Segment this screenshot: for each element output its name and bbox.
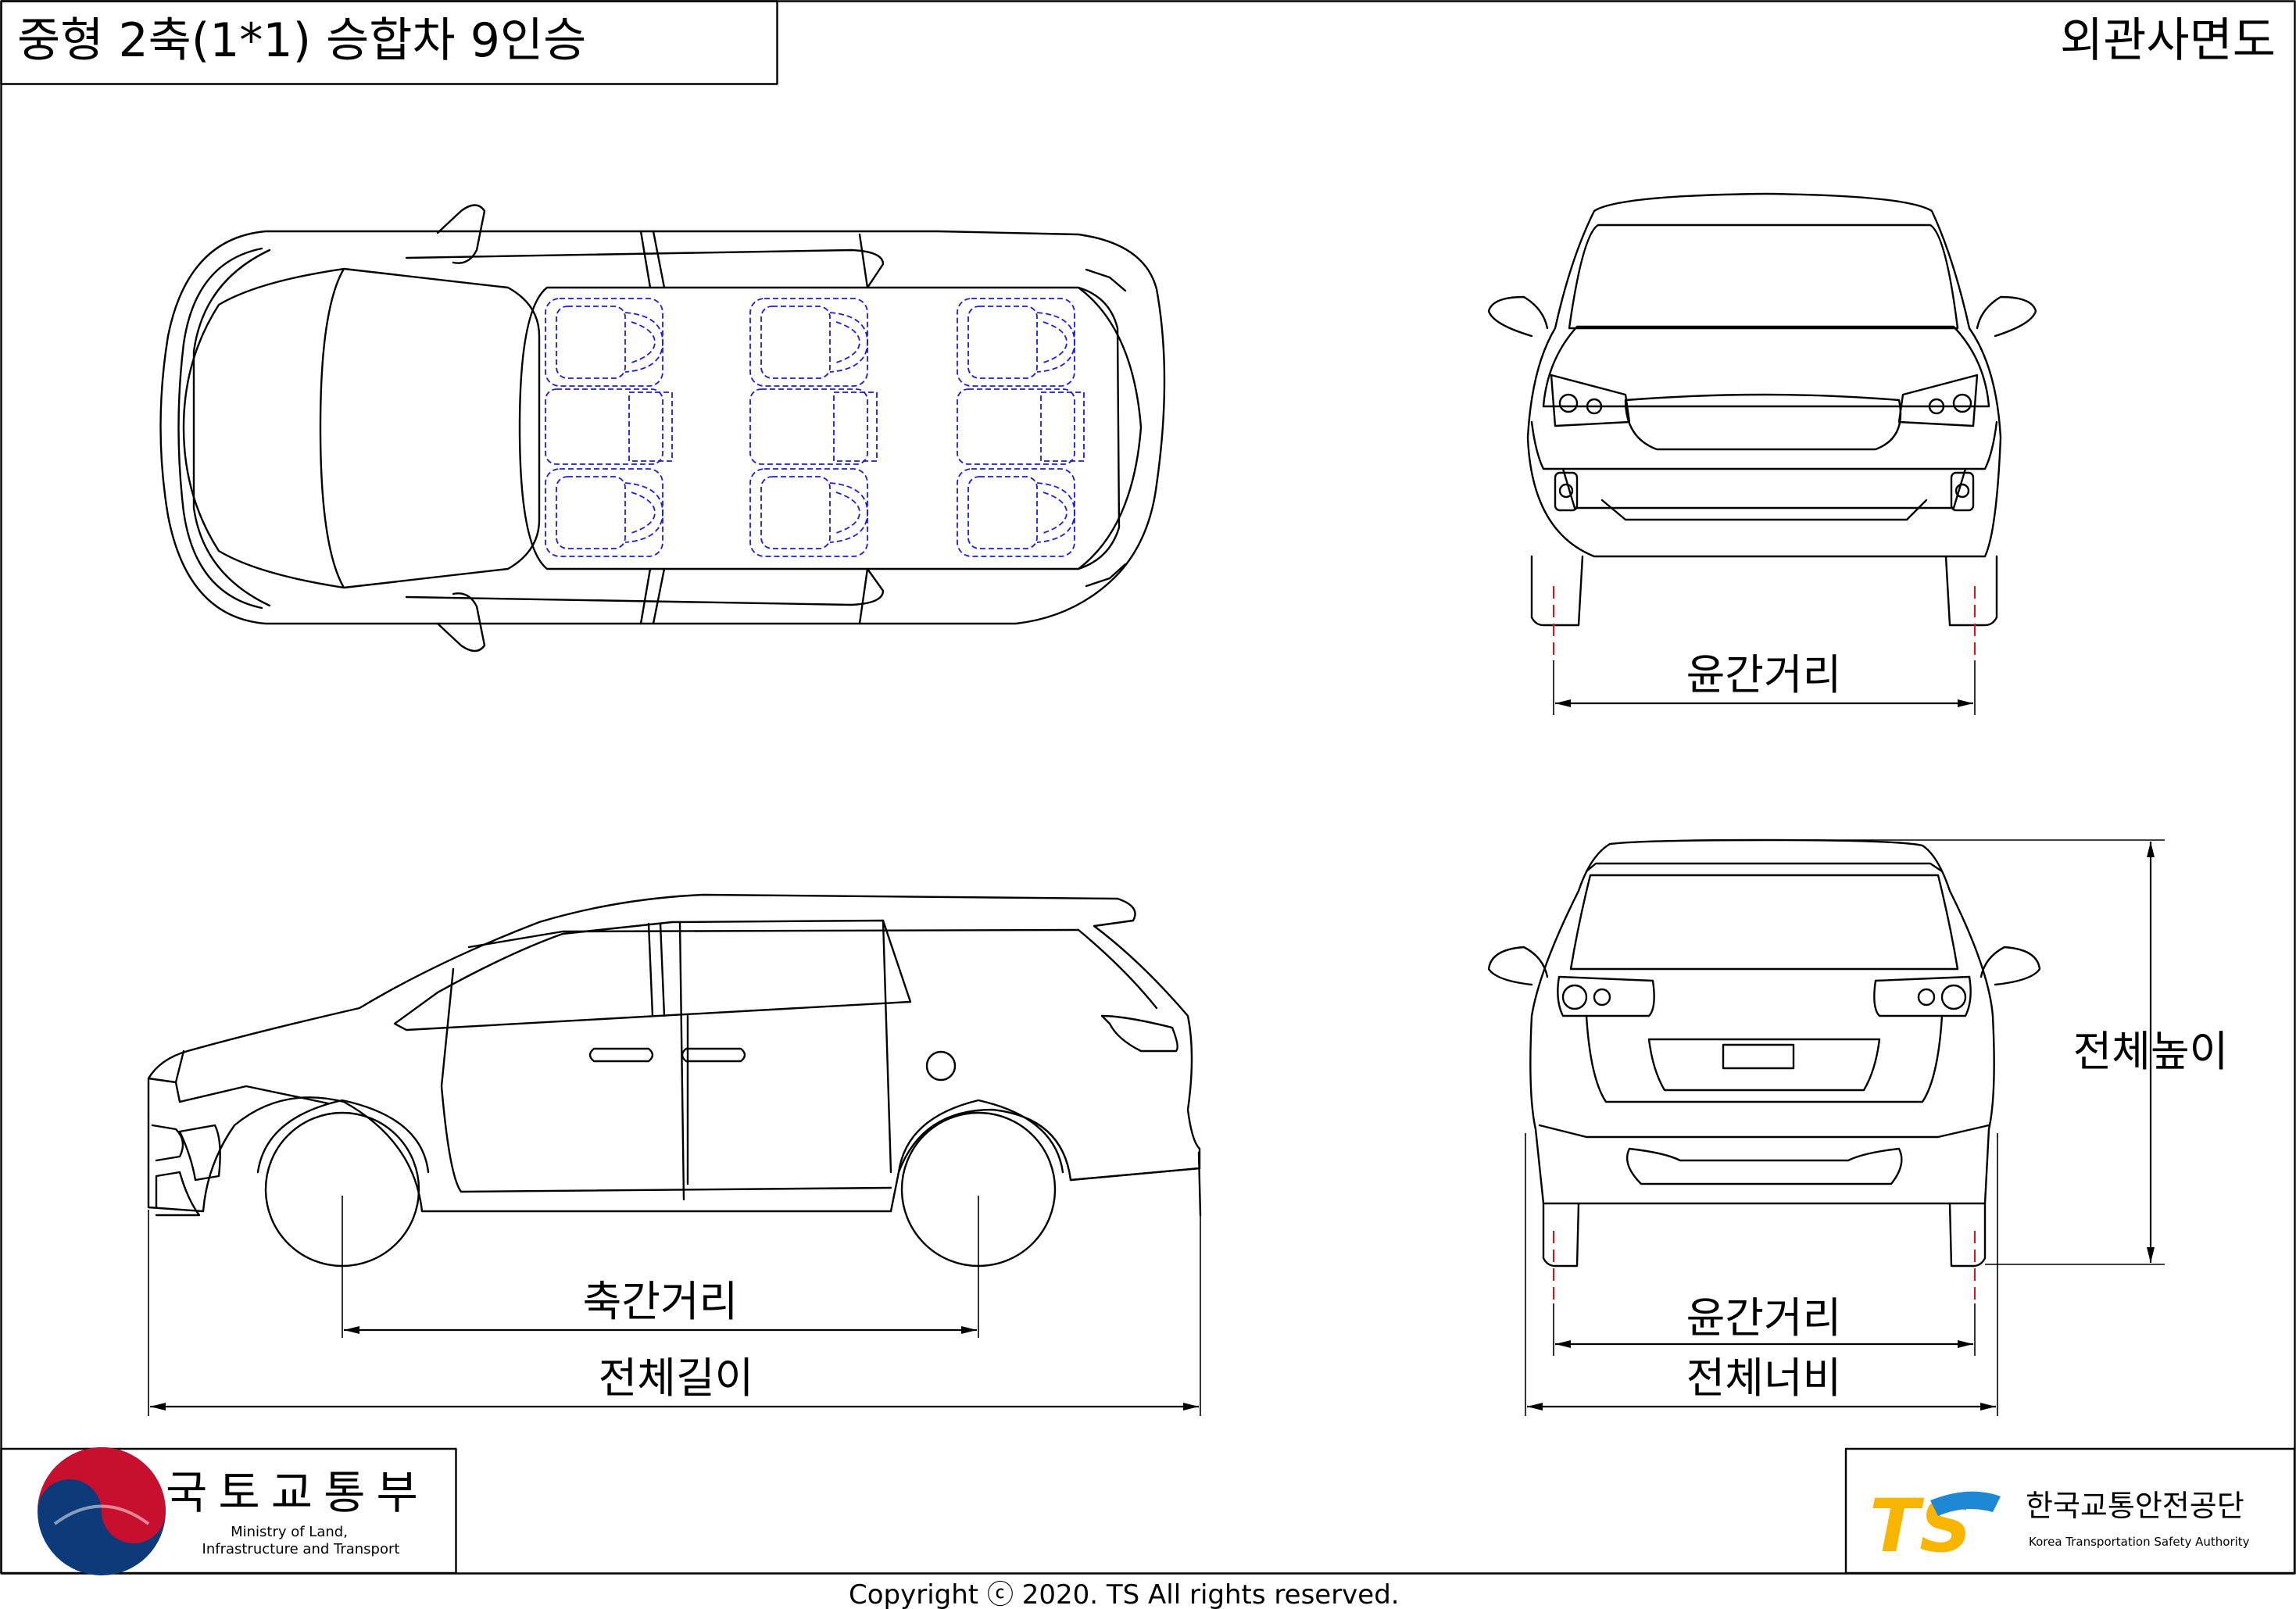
overall-width-label: 전체너비 [1686,1353,1842,1403]
overall-length-label: 전체길이 [599,1353,754,1403]
rear-track-label: 윤간거리 [1686,1293,1842,1343]
seat-layout [545,298,1085,557]
ministry-box [0,1447,457,1575]
side-dimensions: 축간거리 전체길이 [148,1196,1201,1416]
ts-name-kr: 한국교통안전공단 [2026,1489,2244,1523]
side-view [147,893,1202,1268]
rear-dimensions: 윤간거리 전체너비 전체높이 [1525,839,2229,1416]
ts-box [1844,1447,2296,1575]
copyright: Copyright ⓒ 2020. TS All rights reserved… [849,1579,1400,1609]
title-box [0,0,778,85]
sheet-border [0,0,2296,1575]
drawing-title: 중형 2축(1*1) 승합차 9인승 [17,13,586,68]
overall-height-label: 전체높이 [2073,1027,2229,1076]
ministry-name-kr: 국토교통부 [166,1466,429,1519]
ministry-name-en-2: Infrastructure and Transport [202,1541,400,1557]
view-title: 외관사면도 [2060,13,2276,68]
front-view [1487,192,2037,660]
rear-view [1487,838,2041,1303]
top-view [159,204,1166,653]
ts-swoosh-icon [1930,1491,2001,1516]
front-track-label: 윤간거리 [1686,650,1842,699]
ts-name-en: Korea Transportation Safety Authority [2029,1535,2250,1549]
ministry-name-en-1: Ministry of Land, [231,1524,348,1540]
wheelbase-label: 축간거리 [583,1277,739,1326]
front-dimensions: 윤간거리 [1553,650,1976,715]
ministry-emblem-icon [38,1447,166,1575]
